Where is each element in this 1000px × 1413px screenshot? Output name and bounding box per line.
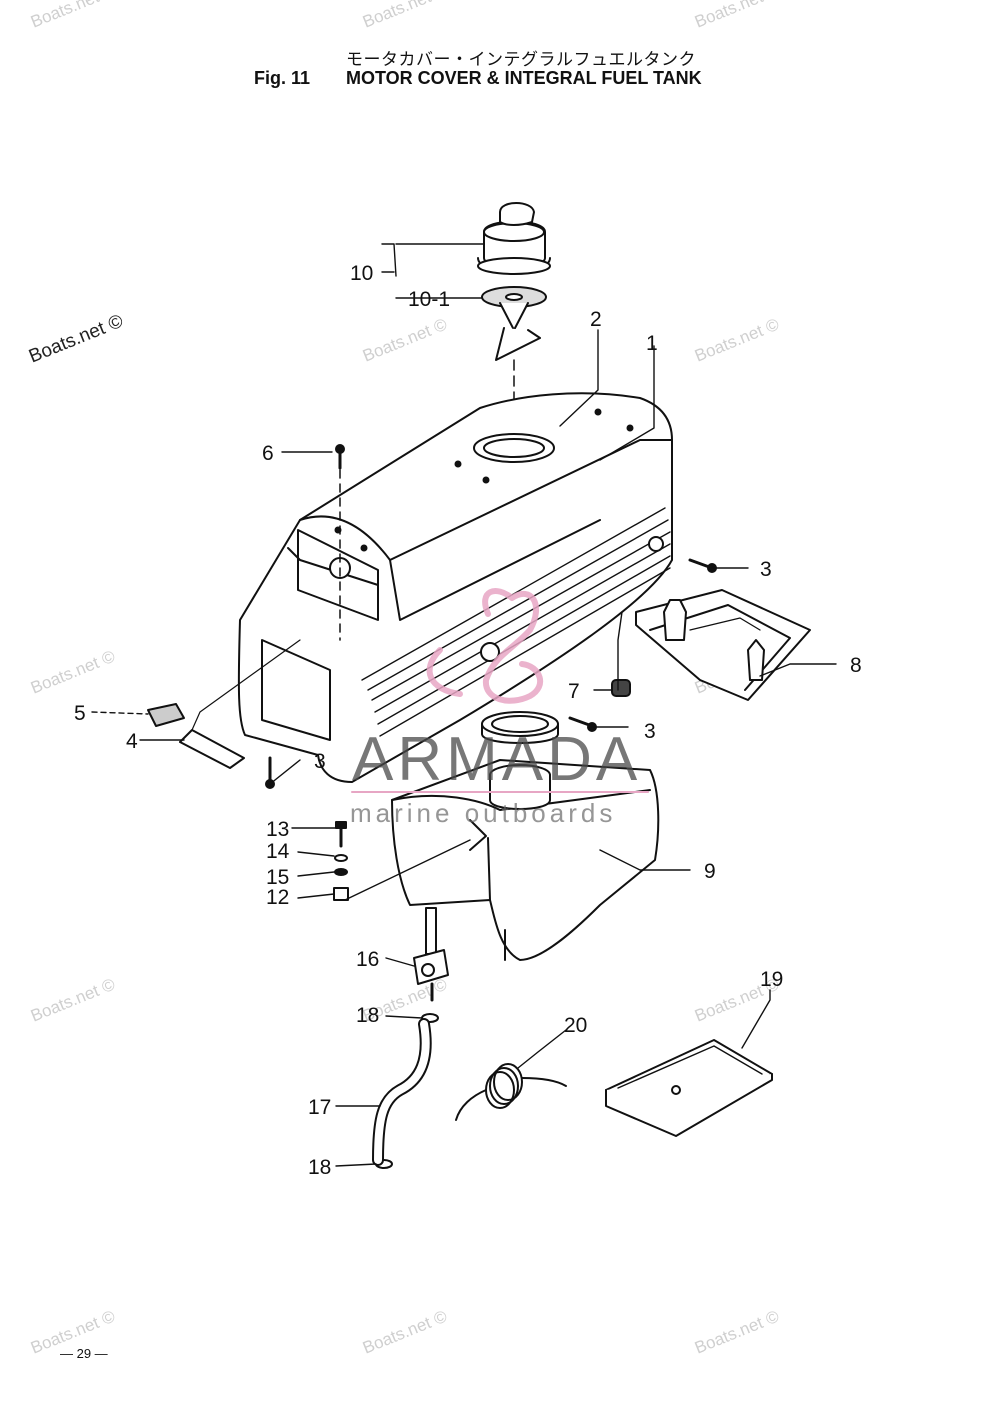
callout-13: 13 xyxy=(266,818,289,841)
callout-1: 1 xyxy=(646,332,658,355)
fuel-hose-inner xyxy=(374,1020,430,1164)
callout-5: 5 xyxy=(74,702,86,725)
figure-number: Fig. 11 xyxy=(254,68,311,88)
clip xyxy=(147,703,185,727)
washer xyxy=(334,868,348,876)
logo-mark xyxy=(482,588,544,704)
callout-2: 2 xyxy=(590,308,602,331)
callout-3: 3 xyxy=(760,558,772,581)
motor-cover xyxy=(237,392,673,783)
bracket-plate xyxy=(635,589,811,701)
callout-8: 8 xyxy=(850,654,862,677)
callout-9: 9 xyxy=(704,860,716,883)
screw xyxy=(335,444,345,470)
callout-4: 4 xyxy=(126,730,138,753)
screw xyxy=(688,558,717,573)
brand-tagline: marine outboards xyxy=(350,798,616,828)
grommet xyxy=(611,679,631,697)
callout-18: 18 xyxy=(356,1004,379,1027)
callout-6: 6 xyxy=(262,442,274,465)
bolt xyxy=(335,821,347,848)
callout-10: 10 xyxy=(350,262,373,285)
callout-16: 16 xyxy=(356,948,379,971)
fuel-tank xyxy=(391,711,660,961)
callout-17: 17 xyxy=(308,1096,331,1119)
callout-19: 19 xyxy=(760,968,783,991)
brand-name: ARMADA xyxy=(352,725,641,794)
callout-labels: 10 10-1 2 1 6 3 8 7 3 5 4 3 13 14 15 12 … xyxy=(74,262,862,1179)
washer xyxy=(334,854,348,862)
title-english: MOTOR COVER & INTEGRAL FUEL TANK xyxy=(346,68,702,88)
fuel-cock xyxy=(413,907,449,1002)
callout-3: 3 xyxy=(644,720,656,743)
brand-logo: ARMADA marine outboards xyxy=(350,588,649,828)
spring xyxy=(455,1063,567,1121)
plate xyxy=(179,729,245,769)
callout-20: 20 xyxy=(564,1014,587,1037)
leader-lines xyxy=(91,243,837,1167)
cap-gasket xyxy=(481,286,547,361)
callout-18: 18 xyxy=(308,1156,331,1179)
tool-pouch xyxy=(605,1039,773,1137)
page-number: — 29 — xyxy=(60,1346,108,1361)
callout-10-1: 10-1 xyxy=(408,288,450,311)
collar xyxy=(333,887,349,901)
callout-3: 3 xyxy=(314,750,326,773)
logo-mark xyxy=(426,647,463,697)
fuel-cap xyxy=(477,202,551,275)
callout-7: 7 xyxy=(568,680,580,703)
title-japanese: モータカバー・インテグラルフュエルタンク xyxy=(346,50,696,70)
callout-14: 14 xyxy=(266,840,290,863)
callout-15: 15 xyxy=(266,866,289,889)
callout-12: 12 xyxy=(266,886,289,909)
